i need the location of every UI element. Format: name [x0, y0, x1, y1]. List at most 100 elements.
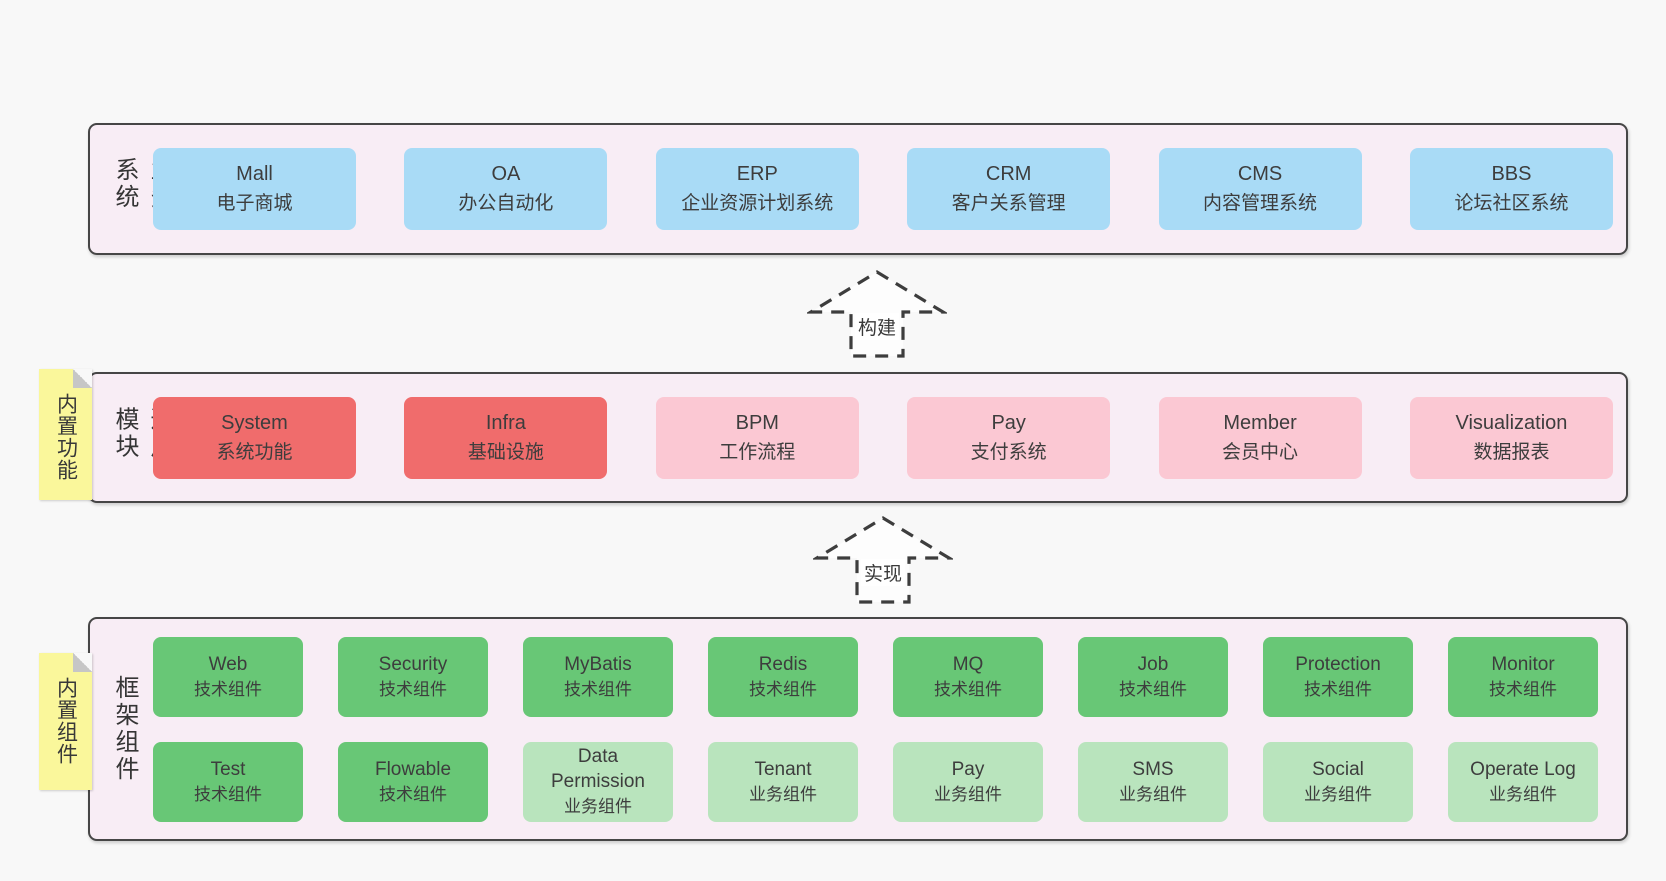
box-title: BBS: [1491, 163, 1532, 185]
box-bbs: BBS 论坛社区系统: [1409, 148, 1613, 230]
box-subtitle: 客户关系管理: [951, 193, 1066, 214]
box-pay-module: Pay 支付系统: [907, 396, 1111, 479]
box-social: Social 业务组件: [1263, 741, 1413, 822]
box-title: Social: [1312, 758, 1364, 780]
box-title: Job: [1137, 653, 1169, 675]
box-subtitle: 业务组件: [1119, 784, 1187, 804]
box-subtitle: 技术组件: [1304, 679, 1372, 699]
box-title: Web: [208, 653, 248, 675]
common-box-row: System 系统功能 Infra 基础设施 BPM 工作流程 Pay 支付系统…: [153, 374, 1613, 501]
box-member: Member 会员中心: [1158, 396, 1362, 479]
sticky-label: 内置组件: [54, 677, 78, 765]
folded-corner-icon: [73, 369, 92, 388]
box-title: OA: [491, 163, 521, 185]
box-subtitle: 技术组件: [564, 679, 632, 699]
box-job: Job 技术组件: [1078, 636, 1228, 717]
box-subtitle: 支付系统: [970, 441, 1047, 463]
box-visualization: Visualization 数据报表: [1409, 396, 1613, 479]
folded-corner-icon: [73, 653, 92, 672]
box-subtitle: 数据报表: [1473, 441, 1550, 463]
arrow-label-implement: 实现: [860, 559, 906, 586]
box-cms: CMS 内容管理系统: [1158, 148, 1362, 230]
box-security: Security 技术组件: [338, 636, 488, 717]
box-title: Member: [1223, 411, 1297, 434]
box-title: Pay: [991, 411, 1026, 434]
box-title: MQ: [952, 653, 984, 675]
box-title: Protection: [1295, 653, 1381, 675]
box-title: Data Permission: [551, 746, 645, 792]
box-test: Test 技术组件: [153, 741, 303, 822]
box-title: Visualization: [1455, 411, 1568, 434]
box-subtitle: 技术组件: [934, 679, 1002, 699]
box-title: Flowable: [374, 758, 452, 780]
box-title: MyBatis: [564, 653, 632, 675]
box-title: SMS: [1132, 758, 1174, 780]
box-subtitle: 技术组件: [749, 679, 817, 699]
business-box-row: Mall 电子商城 OA 办公自动化 ERP 企业资源计划系统 CRM 客户关系…: [153, 125, 1613, 253]
box-subtitle: 企业资源计划系统: [681, 193, 834, 214]
box-bpm: BPM 工作流程: [655, 396, 859, 479]
box-title: Operate Log: [1470, 758, 1576, 780]
box-subtitle: 基础设施: [467, 441, 544, 463]
build-arrow-up-icon: 构建: [807, 268, 947, 360]
box-title: CRM: [985, 163, 1032, 185]
box-title: System: [221, 411, 288, 434]
framework-box-rows: Web 技术组件 Security 技术组件 MyBatis 技术组件 Redi…: [153, 619, 1598, 839]
arrow-label-build: 构建: [854, 313, 900, 340]
framework-row-1: Web 技术组件 Security 技术组件 MyBatis 技术组件 Redi…: [153, 636, 1598, 717]
box-title: Redis: [758, 653, 808, 675]
sticky-note-built-in-features: 内置功能: [39, 369, 92, 500]
box-title: Security: [378, 653, 448, 675]
box-subtitle: 技术组件: [194, 679, 262, 699]
box-mq: MQ 技术组件: [893, 636, 1043, 717]
box-title: Tenant: [754, 758, 812, 780]
box-oa: OA 办公自动化: [404, 148, 608, 230]
box-subtitle: 业务组件: [749, 784, 817, 804]
sticky-note-built-in-components: 内置组件: [39, 653, 92, 790]
box-title: Infra: [485, 411, 526, 434]
box-crm: CRM 客户关系管理: [907, 148, 1111, 230]
sticky-label: 内置功能: [54, 393, 78, 481]
box-subtitle: 业务组件: [564, 797, 632, 816]
layer-common-modules: 通用模块 System 系统功能 Infra 基础设施 BPM 工作流程 Pay…: [88, 372, 1628, 503]
box-subtitle: 技术组件: [194, 784, 262, 804]
box-subtitle: 工作流程: [719, 441, 796, 463]
box-title: CMS: [1237, 163, 1283, 185]
box-mybatis: MyBatis 技术组件: [523, 636, 673, 717]
box-protection: Protection 技术组件: [1263, 636, 1413, 717]
box-title: Monitor: [1491, 653, 1555, 675]
box-subtitle: 内容管理系统: [1203, 193, 1318, 214]
box-title: Mall: [236, 163, 273, 185]
box-subtitle: 业务组件: [1489, 784, 1557, 804]
box-redis: Redis 技术组件: [708, 636, 858, 717]
box-data-permission: Data Permission 业务组件: [523, 741, 673, 822]
box-erp: ERP 企业资源计划系统: [655, 148, 859, 230]
box-sms: SMS 业务组件: [1078, 741, 1228, 822]
box-title: ERP: [736, 163, 778, 185]
box-title: BPM: [735, 411, 779, 434]
box-subtitle: 业务组件: [1304, 784, 1372, 804]
box-subtitle: 技术组件: [379, 784, 447, 804]
box-tenant: Tenant 业务组件: [708, 741, 858, 822]
box-subtitle: 系统功能: [216, 441, 293, 463]
box-subtitle: 会员中心: [1222, 441, 1299, 463]
layer-label-framework: 框架组件: [111, 675, 138, 783]
box-title: Pay: [951, 758, 985, 780]
box-subtitle: 技术组件: [1489, 679, 1557, 699]
layer-framework-components: 框架组件 Web 技术组件 Security 技术组件 MyBatis 技术组件…: [88, 617, 1628, 841]
box-mall: Mall 电子商城: [153, 148, 356, 230]
box-subtitle: 业务组件: [934, 784, 1002, 804]
box-flowable: Flowable 技术组件: [338, 741, 488, 822]
box-monitor: Monitor 技术组件: [1448, 636, 1598, 717]
framework-row-2: Test 技术组件 Flowable 技术组件 Data Permission …: [153, 741, 1598, 822]
box-subtitle: 电子商城: [216, 193, 293, 214]
box-operate-log: Operate Log 业务组件: [1448, 741, 1598, 822]
box-subtitle: 论坛社区系统: [1454, 193, 1569, 214]
implement-arrow-up-icon: 实现: [813, 514, 953, 606]
box-subtitle: 技术组件: [1119, 679, 1187, 699]
box-web: Web 技术组件: [153, 636, 303, 717]
box-subtitle: 技术组件: [379, 679, 447, 699]
layer-business-systems: 业务系统 Mall 电子商城 OA 办公自动化 ERP 企业资源计划系统 CRM…: [88, 123, 1628, 255]
box-subtitle: 办公自动化: [458, 193, 554, 214]
